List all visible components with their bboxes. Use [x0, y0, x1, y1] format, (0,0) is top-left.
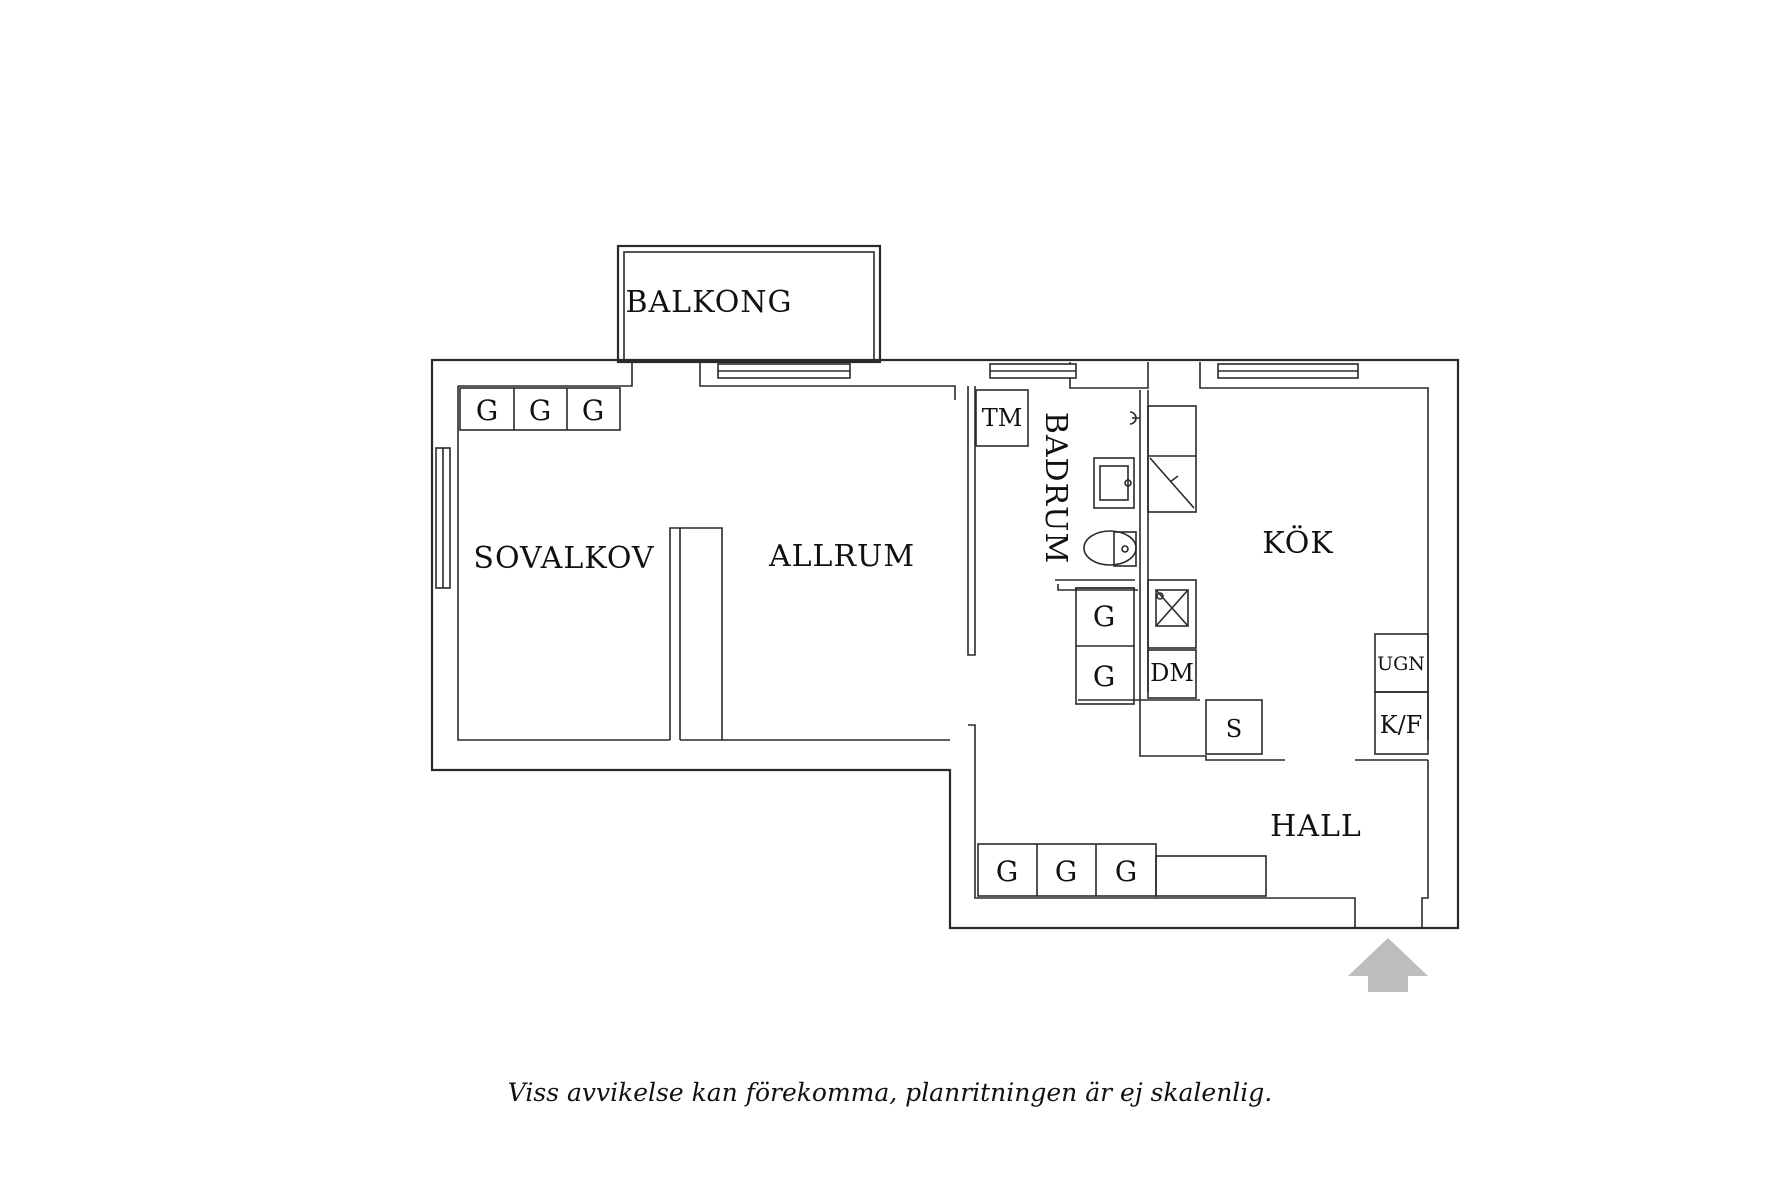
bathroom-fixtures	[1057, 411, 1140, 591]
wardrobe-label: G	[529, 394, 551, 427]
sink-label: S	[1226, 715, 1242, 743]
wardrobe-group-badrum: G G	[1075, 587, 1135, 705]
dm-label: DM	[1150, 659, 1194, 687]
room-label-allrum: ALLRUM	[768, 539, 915, 574]
fridge-freezer-label: K/F	[1380, 711, 1423, 739]
room-label-sovalkov: SOVALKOV	[473, 541, 655, 576]
wardrobe-label: G	[1055, 855, 1077, 888]
wardrobe-label: G	[1093, 660, 1115, 693]
tm-label: TM	[982, 404, 1023, 432]
disclaimer-text: Viss avvikelse kan förekomma, planritnin…	[507, 1078, 1273, 1107]
room-label-balkong: BALKONG	[625, 285, 792, 320]
wardrobe-label: G	[1115, 855, 1137, 888]
oven-label: UGN	[1377, 653, 1425, 675]
kitchen-counter: DM S UGN K/F	[1147, 405, 1429, 755]
wardrobe-label: G	[476, 394, 498, 427]
up-arrow-icon	[1348, 938, 1428, 992]
wardrobe-label: G	[582, 394, 604, 427]
wardrobe-group-hall: G G G	[977, 843, 1267, 897]
room-labels: BALKONG SOVALKOV ALLRUM KÖK HALL BADRUM	[473, 285, 1362, 844]
balcony	[616, 244, 882, 364]
wardrobe-group-sovalkov: G G G	[459, 387, 621, 431]
wardrobe-label: G	[1093, 600, 1115, 633]
tm-unit: TM	[975, 389, 1029, 447]
windows	[435, 363, 1359, 589]
room-label-badrum: BADRUM	[1038, 412, 1073, 564]
room-label-hall: HALL	[1270, 809, 1362, 844]
outer-walls	[430, 358, 1460, 930]
room-label-kok: KÖK	[1262, 525, 1334, 561]
wardrobe-label: G	[996, 855, 1018, 888]
